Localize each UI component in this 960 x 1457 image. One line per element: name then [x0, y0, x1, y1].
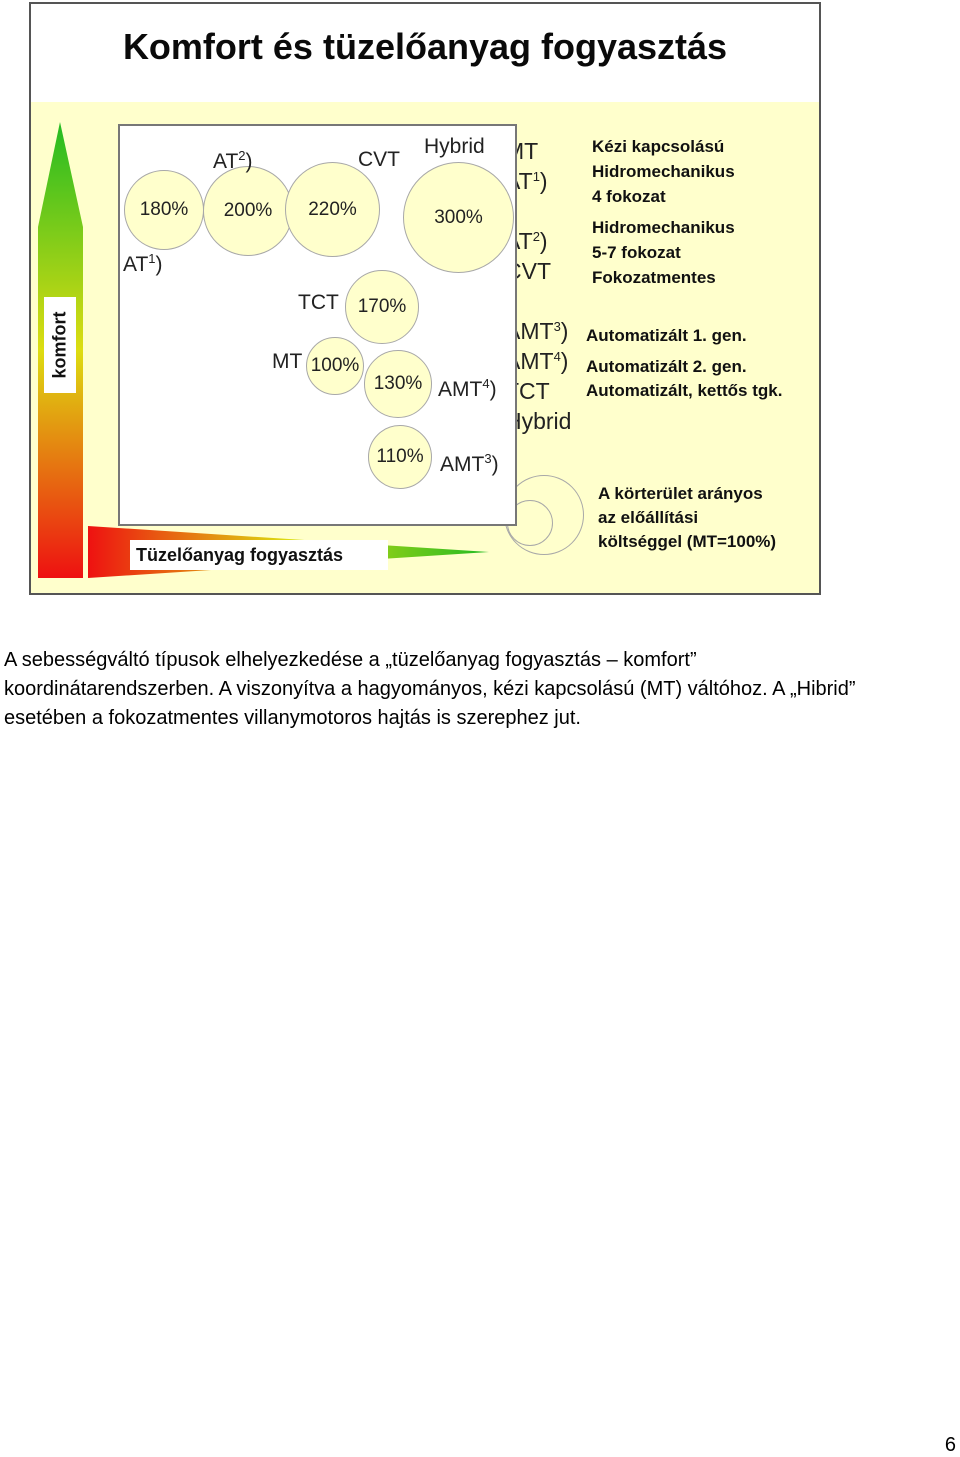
legend-at2-desc-1: Hidromechanikus: [592, 218, 735, 237]
label-mt: MT: [272, 350, 303, 373]
bubble-amt4: 130%: [364, 350, 432, 418]
legend-tct-desc: Automatizált, kettős tgk.: [586, 381, 783, 400]
bubble-hybrid: 300%: [403, 162, 514, 273]
slide: Komfort és tüzelőanyag fogyasztás komfo: [29, 2, 821, 595]
legend-note-3: költséggel (MT=100%): [598, 532, 777, 551]
bubble-mt: 100%: [306, 337, 364, 395]
legend-amt4: AMT4): [505, 348, 569, 374]
bubble-at2: 200%: [203, 166, 293, 256]
label-at2: AT2): [213, 148, 253, 173]
legend-amt3: AMT3): [505, 318, 569, 344]
bubble-at1: 180%: [124, 170, 204, 250]
label-amt3: AMT3): [440, 451, 499, 476]
bubble-cvt: 220%: [285, 162, 380, 257]
label-hybrid: Hybrid: [424, 135, 485, 158]
page-number: 6: [944, 1434, 956, 1456]
legend-hybrid: Hybrid: [505, 408, 572, 434]
slide-title: Komfort és tüzelőanyag fogyasztás: [122, 26, 728, 67]
legend-at2-desc-2: 5-7 fokozat: [592, 243, 681, 262]
legend-at2-desc-3: Fokozatmentes: [592, 268, 716, 287]
bubble-amt3: 110%: [368, 425, 432, 489]
label-at1: AT1): [123, 251, 163, 276]
label-amt4: AMT4): [438, 376, 497, 401]
figure-caption: A sebességváltó típusok elhelyezkedése a…: [4, 649, 856, 729]
legend-note-2: az előállítási: [598, 508, 699, 527]
legend-at1-desc-3: 4 fokozat: [592, 187, 666, 206]
bubble-tct: 170%: [345, 270, 419, 344]
x-axis-label: Tüzelőanyag fogyasztás: [130, 540, 388, 570]
label-tct: TCT: [298, 291, 339, 314]
legend-amt4-desc: Automatizált 2. gen.: [586, 357, 747, 376]
legend-at1-desc-2: Hidromechanikus: [592, 162, 735, 181]
plot-area: 180% 200% 220% 300% 170% 100% 130% 110% …: [118, 124, 517, 526]
y-axis-label: komfort: [44, 297, 76, 393]
label-cvt: CVT: [358, 148, 400, 171]
legend-at1-desc-1: Kézi kapcsolású: [592, 137, 725, 156]
legend-amt3-desc: Automatizált 1. gen.: [586, 326, 747, 345]
legend-note-1: A körterület arányos: [598, 484, 763, 503]
